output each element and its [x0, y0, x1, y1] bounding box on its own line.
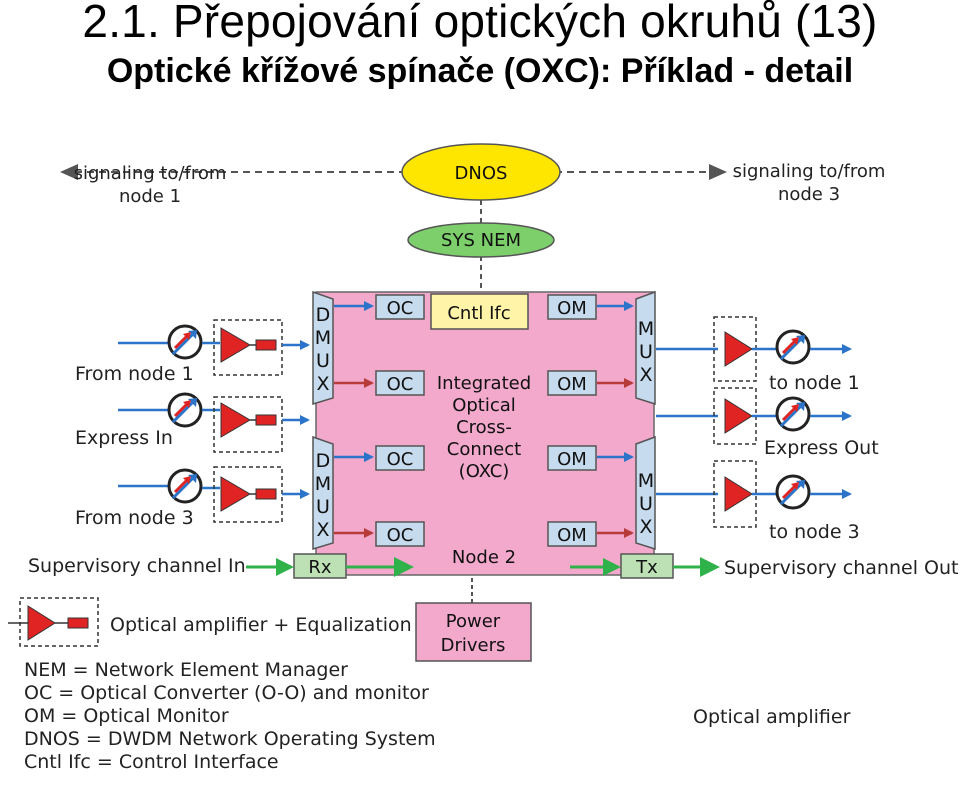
- svg-text:DNOS = DWDM Network Operating: DNOS = DWDM Network Operating System: [24, 728, 436, 750]
- svg-text:OM = Optical Monitor: OM = Optical Monitor: [24, 705, 229, 727]
- svg-text:X: X: [316, 373, 329, 395]
- svg-text:OC: OC: [387, 374, 414, 395]
- cntl-ifc-box: Cntl Ifc: [430, 293, 529, 330]
- svg-text:(OXC): (OXC): [459, 461, 510, 482]
- output-row-1: [656, 316, 852, 382]
- om-box-1: OM: [547, 294, 597, 320]
- input-label-3: From node 3: [75, 507, 194, 529]
- svg-text:node 1: node 1: [119, 186, 181, 207]
- svg-text:M: M: [638, 470, 654, 492]
- om-box-2: OM: [547, 370, 597, 396]
- svg-text:SYS NEM: SYS NEM: [441, 230, 521, 251]
- oxc-center-label: Integrated Optical Cross- Connect (OXC): [437, 373, 531, 482]
- output-label-2: Express Out: [764, 437, 879, 459]
- output-row-2: [656, 387, 852, 445]
- output-row-3: [656, 460, 852, 528]
- page-subtitle: Optické křížové spínače (OXC): Příklad -…: [106, 52, 854, 90]
- legend-amplifier: Optical amplifier + Equalization: [8, 597, 412, 647]
- svg-text:Connect: Connect: [447, 439, 521, 460]
- svg-text:signaling to/from: signaling to/from: [733, 161, 886, 182]
- svg-text:DNOS: DNOS: [455, 163, 508, 184]
- svg-text:X: X: [639, 516, 652, 538]
- signaling-link: [60, 164, 727, 292]
- page-title: 2.1. Přepojování optických okruhů (13): [82, 0, 878, 47]
- svg-text:X: X: [316, 519, 329, 541]
- tx-box: Tx: [620, 553, 674, 579]
- node-2-label: Node 2: [452, 547, 516, 568]
- oc-box-3: OC: [375, 445, 425, 471]
- input-row-3: [118, 466, 310, 523]
- svg-text:Optical amplifier + Equalizati: Optical amplifier + Equalization: [110, 614, 412, 636]
- svg-text:OC: OC: [387, 298, 414, 319]
- input-label-2: Express In: [75, 427, 173, 449]
- oc-box-4: OC: [375, 521, 425, 547]
- svg-text:OM: OM: [557, 449, 587, 470]
- optical-amplifier-icon: [775, 329, 811, 365]
- svg-text:OC = Optical Converter (O-O) a: OC = Optical Converter (O-O) and monitor: [24, 682, 429, 704]
- mux-bottom: M U X: [635, 435, 656, 551]
- oxc-box: [315, 291, 655, 576]
- abbreviations-list: NEM = Network Element Manager OC = Optic…: [24, 659, 436, 773]
- demux-bottom: D M U X: [312, 435, 334, 551]
- supervisory-out-label: Supervisory channel Out: [724, 557, 958, 579]
- svg-text:Power: Power: [446, 611, 501, 632]
- optical-amplifier-icon: [775, 474, 811, 510]
- svg-text:signaling to/from: signaling to/from: [74, 163, 227, 184]
- demux-top: D M U X: [312, 290, 334, 406]
- svg-text:OM: OM: [557, 298, 587, 319]
- svg-text:Optical: Optical: [452, 395, 516, 416]
- input-row-1: [118, 319, 310, 376]
- optical-amplifier-caption: Optical amplifier: [693, 706, 851, 728]
- svg-text:Integrated: Integrated: [437, 373, 531, 394]
- svg-text:OC: OC: [387, 525, 414, 546]
- svg-text:Cntl Ifc: Cntl Ifc: [447, 303, 510, 324]
- optical-amplifier-icon: [775, 396, 811, 432]
- signaling-left-label: signaling to/from node 1: [74, 163, 227, 207]
- svg-text:OM: OM: [557, 374, 587, 395]
- svg-text:D: D: [316, 304, 331, 326]
- optical-amplifier-icon: [167, 324, 203, 360]
- svg-text:M: M: [315, 473, 331, 495]
- sys-nem-node: SYS NEM: [407, 222, 555, 258]
- optical-amplifier-icon: [167, 468, 203, 504]
- svg-text:U: U: [316, 496, 330, 518]
- svg-text:D: D: [316, 450, 331, 472]
- svg-text:M: M: [315, 327, 331, 349]
- svg-text:NEM = Network Element Manager: NEM = Network Element Manager: [24, 659, 348, 681]
- svg-text:Cntl Ifc = Control Interface: Cntl Ifc = Control Interface: [24, 751, 279, 773]
- signaling-right-label: signaling to/from node 3: [733, 161, 886, 205]
- output-label-1: to node 1: [769, 372, 860, 394]
- om-box-3: OM: [547, 445, 597, 471]
- oc-box-1: OC: [375, 294, 425, 320]
- input-row-2: [118, 392, 310, 453]
- svg-text:Rx: Rx: [308, 557, 332, 578]
- supervisory-arrows: [246, 557, 720, 577]
- rx-box: Rx: [293, 553, 347, 579]
- svg-text:OM: OM: [557, 525, 587, 546]
- svg-text:X: X: [639, 364, 652, 386]
- power-drivers-box: Power Drivers: [415, 602, 532, 662]
- supervisory-in-label: Supervisory channel In: [28, 555, 246, 577]
- mux-top: M U X: [635, 290, 656, 406]
- svg-text:U: U: [639, 493, 653, 515]
- svg-text:OC: OC: [387, 449, 414, 470]
- input-label-1: From node 1: [75, 363, 194, 385]
- internal-arrows: [334, 301, 634, 538]
- svg-text:node 3: node 3: [778, 184, 840, 205]
- svg-text:Drivers: Drivers: [441, 635, 506, 656]
- svg-text:U: U: [639, 341, 653, 363]
- svg-text:U: U: [316, 350, 330, 372]
- optical-amplifier-icon: [167, 392, 203, 428]
- svg-text:M: M: [638, 318, 654, 340]
- svg-text:Tx: Tx: [635, 557, 658, 578]
- om-box-4: OM: [547, 521, 597, 547]
- dnos-node: DNOS: [401, 143, 561, 201]
- oc-box-2: OC: [375, 370, 425, 396]
- svg-text:Cross-: Cross-: [456, 417, 512, 438]
- output-label-3: to node 3: [769, 521, 860, 543]
